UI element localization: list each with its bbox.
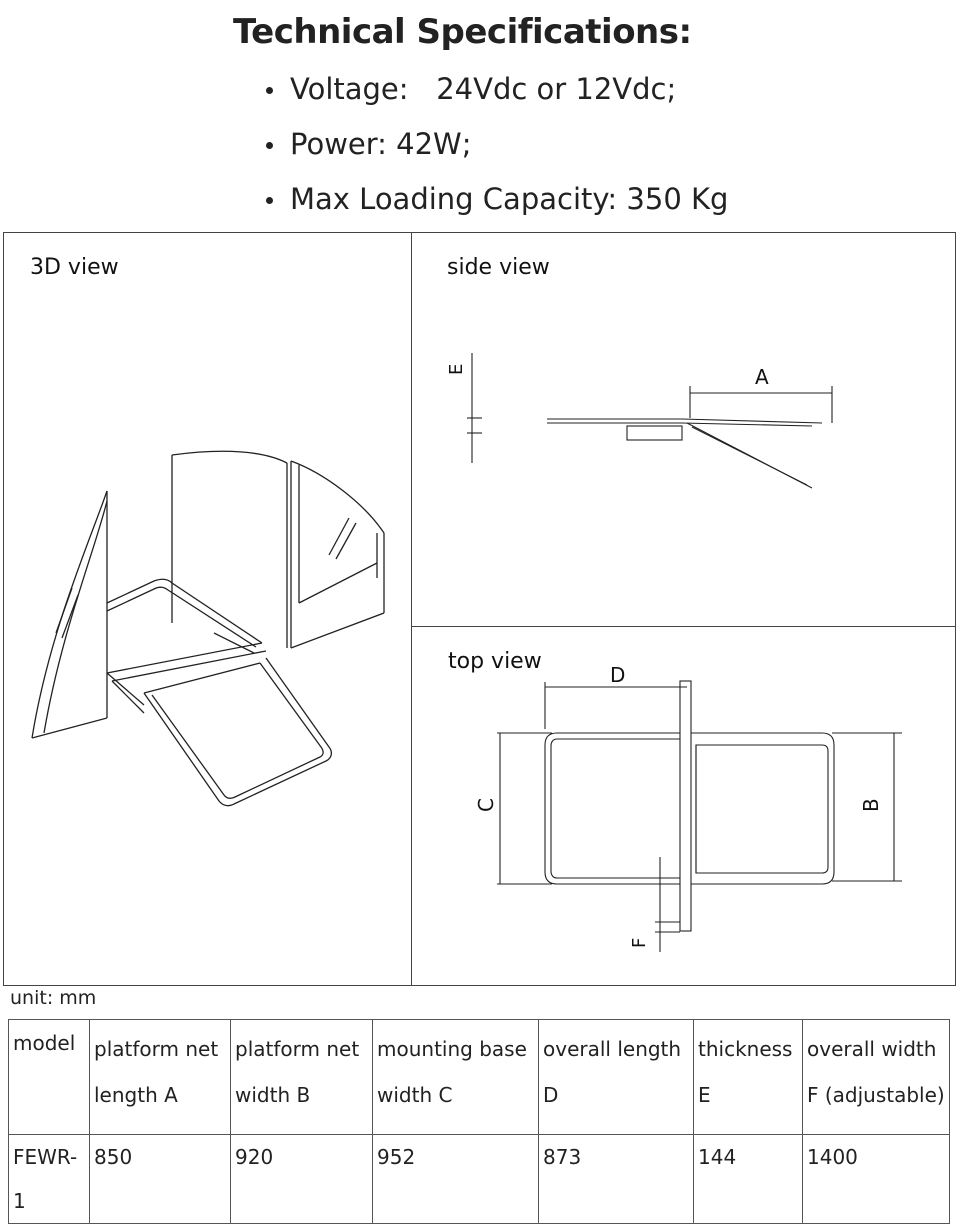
dim-label-b: B xyxy=(859,798,883,812)
cell-thickness-e: 144 xyxy=(693,1134,803,1224)
cell-overall-length-d: 873 xyxy=(538,1134,694,1224)
header-width-b: platform net width B xyxy=(230,1019,373,1135)
cell-width-b: 920 xyxy=(230,1134,373,1224)
cell-base-width-c: 952 xyxy=(372,1134,539,1224)
panel-divider-horizontal xyxy=(411,626,955,627)
dim-label-a: A xyxy=(755,365,769,389)
unit-label: unit: mm xyxy=(10,987,97,1009)
spec-capacity: Max Loading Capacity: 350 Kg xyxy=(262,178,728,233)
dim-label-e: E xyxy=(446,364,467,375)
spec-list: Voltage: 24Vdc or 12Vdc; Power: 42W; Max… xyxy=(262,68,728,233)
header-overall-width-f: overall width F (adjustable) xyxy=(802,1019,950,1135)
spec-voltage: Voltage: 24Vdc or 12Vdc; xyxy=(262,68,728,123)
label-3d-view: 3D view xyxy=(30,255,119,280)
header-overall-length-d: overall length D xyxy=(538,1019,694,1135)
page-title: Technical Specifications: xyxy=(233,12,692,52)
label-side-view: side view xyxy=(447,255,550,280)
header-base-width-c: mounting base width C xyxy=(372,1019,539,1135)
dim-label-d: D xyxy=(610,663,625,687)
drawing-top-view: D C B F xyxy=(474,663,902,952)
drawing-side-view: E A xyxy=(446,353,833,489)
table-row: FEWR-1 850 920 952 873 144 1400 xyxy=(8,1134,950,1224)
header-thickness-e: thickness E xyxy=(693,1019,803,1135)
label-top-view: top view xyxy=(448,649,542,674)
cell-length-a: 850 xyxy=(89,1134,231,1224)
header-model: model xyxy=(8,1019,90,1135)
table-header-row: model platform net length A platform net… xyxy=(8,1019,950,1135)
cell-overall-width-f: 1400 xyxy=(802,1134,950,1224)
header-length-a: platform net length A xyxy=(89,1019,231,1135)
cell-model: FEWR-1 xyxy=(8,1134,90,1224)
panel-divider-vertical xyxy=(411,233,412,985)
dim-label-c: C xyxy=(474,798,498,812)
technical-drawing: 3D view side view top view xyxy=(3,232,956,986)
drawing-3d-view xyxy=(31,450,385,807)
spec-table: model platform net length A platform net… xyxy=(8,1019,950,1224)
dim-label-f: F xyxy=(629,938,650,948)
spec-power: Power: 42W; xyxy=(262,123,728,178)
